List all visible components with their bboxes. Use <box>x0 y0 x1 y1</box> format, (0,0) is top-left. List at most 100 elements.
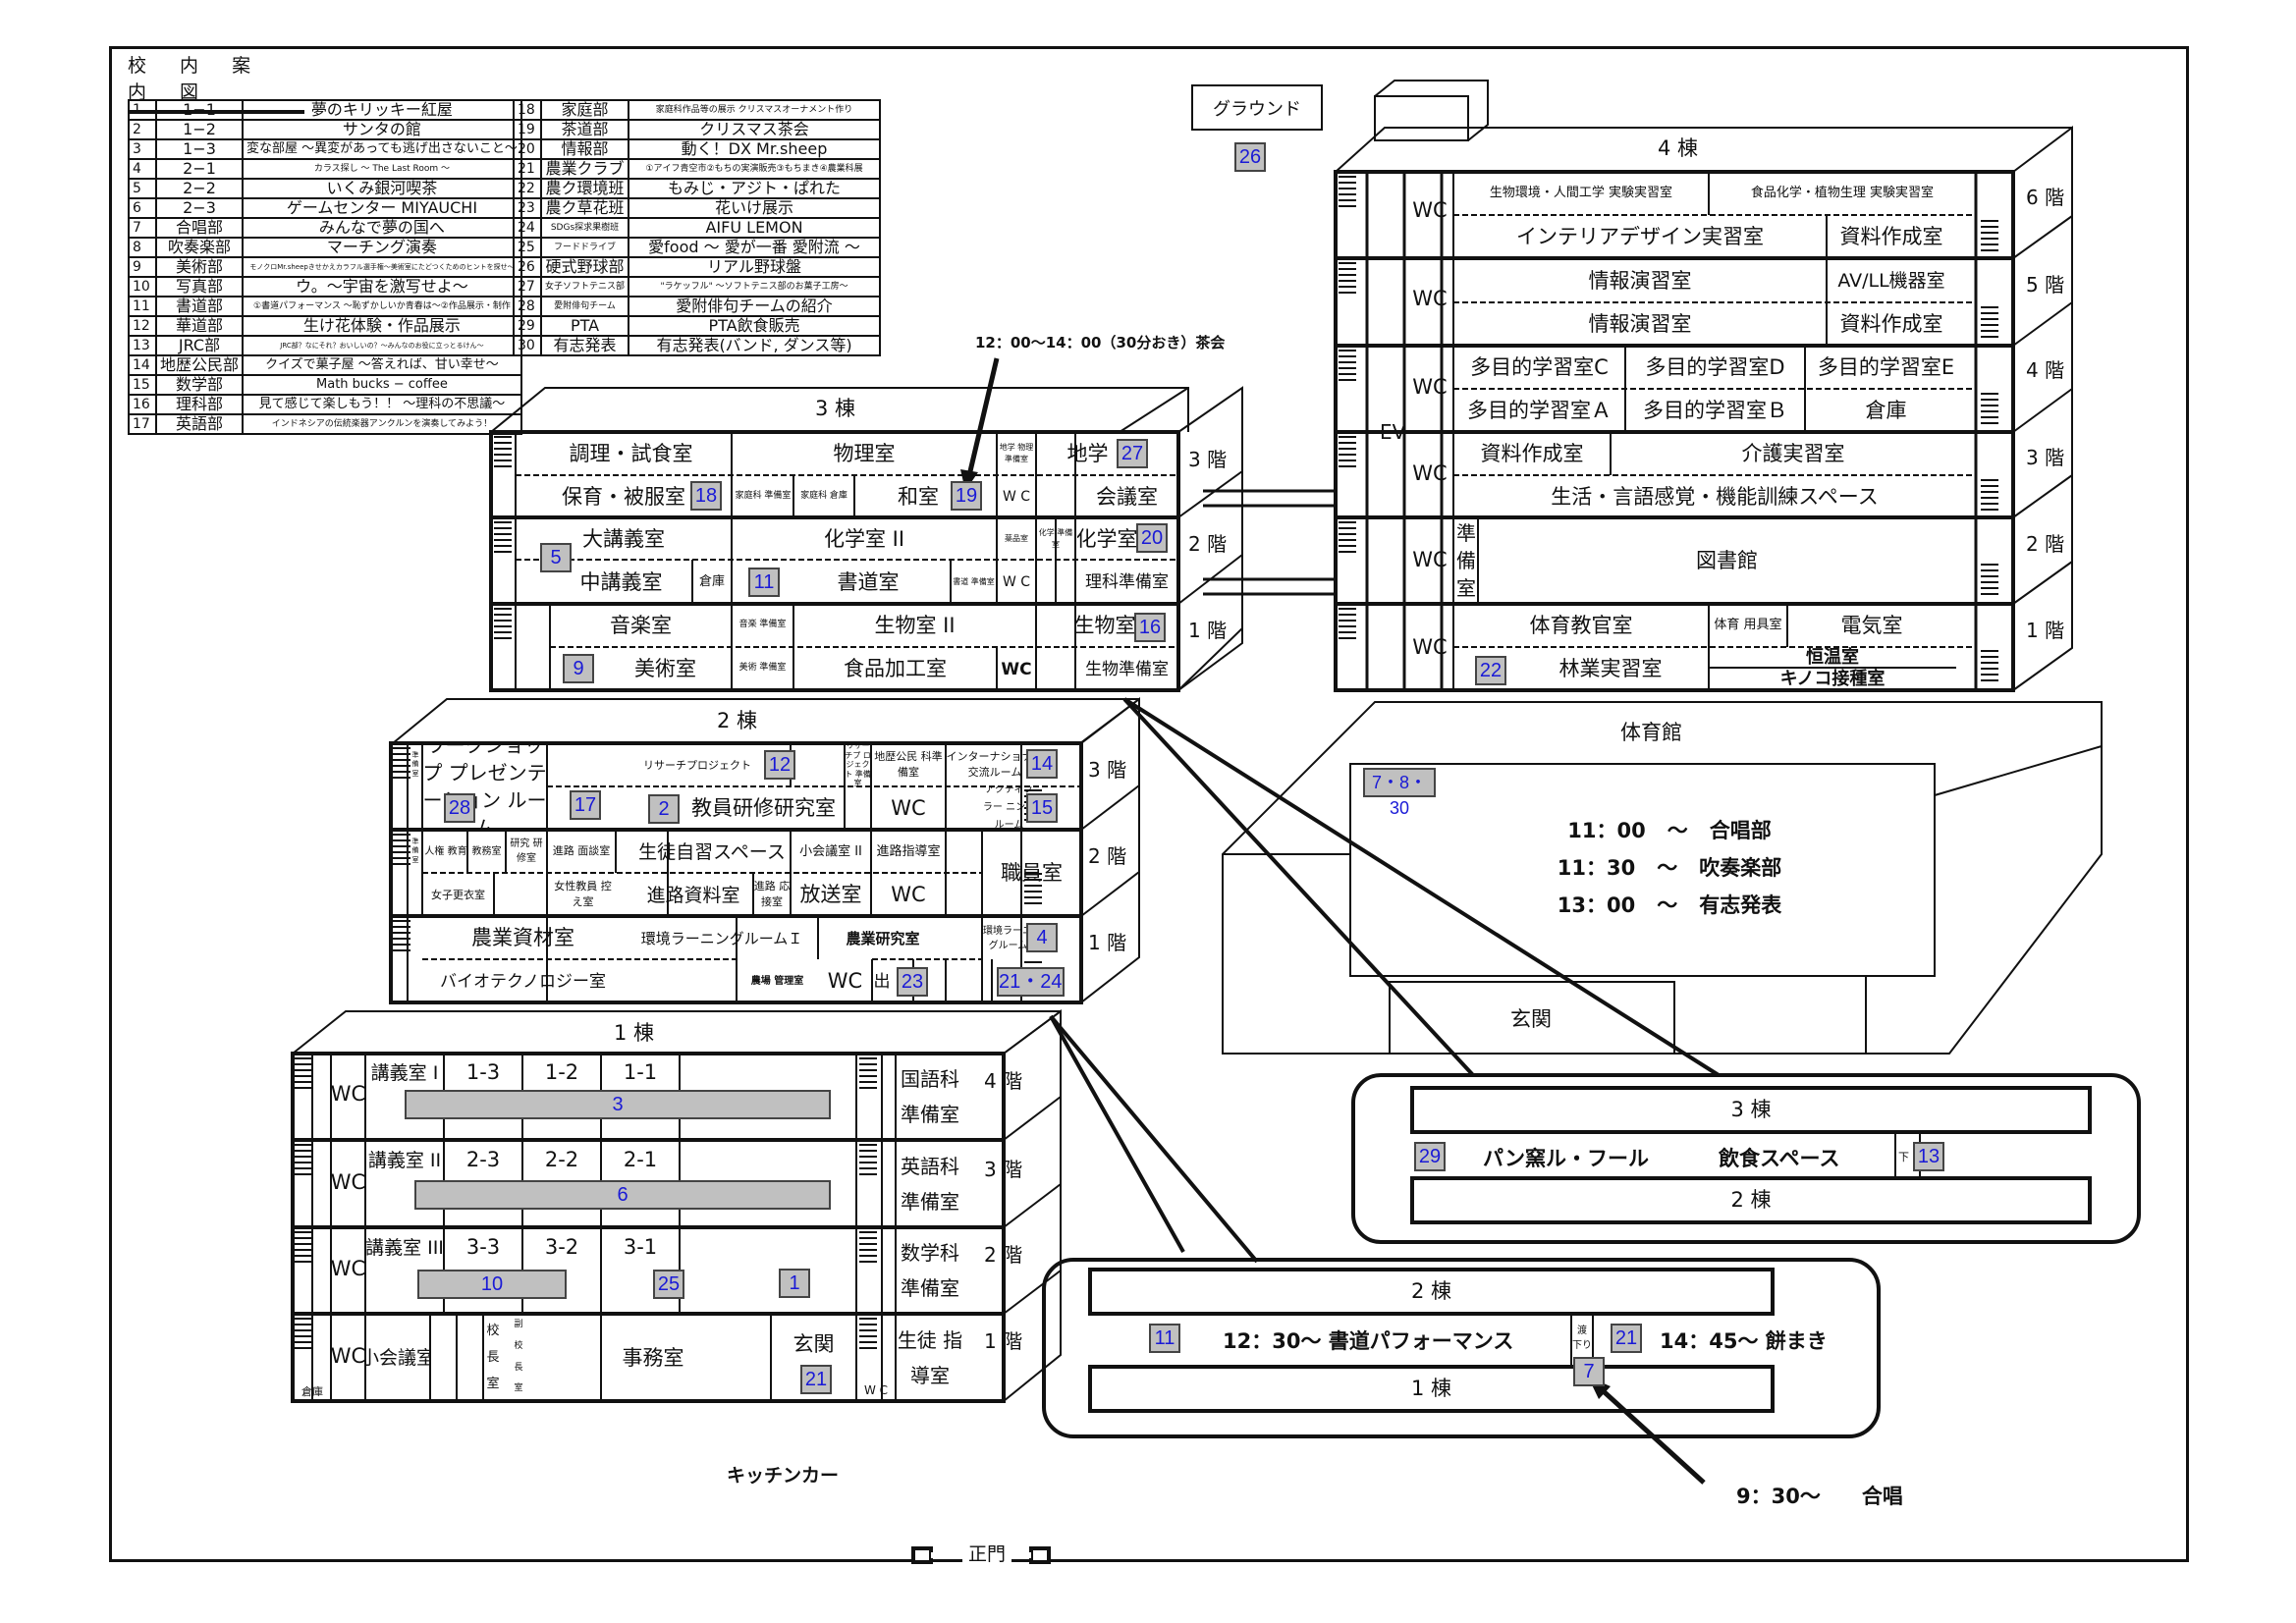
room-care-practice: 介護実習室 <box>1741 442 1845 466</box>
badge-4[interactable]: 4 <box>1026 923 1058 952</box>
badge-18[interactable]: 18 <box>690 481 722 511</box>
room-history-civics-prep: 地歴公民 科準備室 <box>874 749 943 780</box>
room-bio-env-lab: 生物環境・人間工学 実験実習室 <box>1489 185 1673 200</box>
room-math-dept-prep: 数学科 準備室 <box>901 1241 959 1300</box>
bldg1-floor-1: 1 階 <box>984 1329 1023 1353</box>
badge-5[interactable]: 5 <box>540 543 572 572</box>
legend-club: 2−1 <box>154 158 245 180</box>
room-calligraphy: 書道室 <box>837 569 900 594</box>
badge-13[interactable]: 13 <box>1913 1142 1944 1171</box>
legend-number: 11 <box>128 296 157 317</box>
badge-7-8-30[interactable]: 7・8・30 <box>1363 768 1436 818</box>
room-meeting: 会議室 <box>1096 484 1158 509</box>
stairs-icon <box>494 436 512 467</box>
legend-number: 3 <box>128 138 157 160</box>
bldg4-name: 4 棟 <box>1658 136 1699 160</box>
badge-29[interactable]: 29 <box>1414 1142 1446 1171</box>
badge-1[interactable]: 1 <box>779 1269 810 1298</box>
room-lecture-3: 講義室 III <box>365 1236 444 1259</box>
elevator-label: EV <box>1380 420 1406 444</box>
room-home-ec-storage: 家庭科 倉庫 <box>800 490 847 501</box>
legend-description: 生け花体験・作品展示 <box>242 315 522 337</box>
legend-description: クイズで菓子屋 〜答えれば、甘い幸せ〜 <box>242 354 522 376</box>
stairs-icon <box>1981 306 1998 338</box>
badge-21-mochi[interactable]: 21 <box>1611 1324 1642 1353</box>
badge-26[interactable]: 26 <box>1234 142 1266 172</box>
badge-19[interactable]: 19 <box>951 481 982 511</box>
badge-21-entrance[interactable]: 21 <box>800 1365 832 1394</box>
room-mid-lecture: 中講義室 <box>579 569 663 594</box>
badge-16[interactable]: 16 <box>1134 613 1166 642</box>
badge-23[interactable]: 23 <box>897 967 928 997</box>
legend-number: 10 <box>128 276 157 298</box>
legend-number: 6 <box>128 197 157 219</box>
legend-club: 華道部 <box>154 315 245 337</box>
bldg1-floor-2: 2 階 <box>984 1243 1023 1267</box>
badge-2[interactable]: 2 <box>648 794 680 824</box>
badge-9[interactable]: 9 <box>563 654 594 683</box>
bldg1-roof <box>292 1010 1062 1055</box>
badge-22[interactable]: 22 <box>1475 656 1506 685</box>
badge-27[interactable]: 27 <box>1117 439 1148 468</box>
legend-description: モノクロMr.sheepきせかえカラフル選手権〜美術室にたどつくためのヒントを探… <box>242 256 522 278</box>
badge-15[interactable]: 15 <box>1026 793 1058 823</box>
badge-17[interactable]: 17 <box>570 790 601 820</box>
callout-top-bldg3: 3 棟 <box>1730 1097 1772 1121</box>
gym-schedule-item: 13：00〜有志発表 <box>1522 890 1817 927</box>
badge-12[interactable]: 12 <box>764 750 795 780</box>
legend-club: JRC部 <box>154 335 245 356</box>
badge-3[interactable]: 3 <box>405 1090 831 1119</box>
badge-11[interactable]: 11 <box>748 568 780 597</box>
badge-14[interactable]: 14 <box>1026 749 1058 779</box>
legend-description: クリスマス茶会 <box>628 119 882 140</box>
room-farm-management: 農場 管理室 <box>750 975 804 987</box>
legend-club: 茶道部 <box>539 119 630 140</box>
room-teacher-training: 教員研修研究室 <box>691 796 836 821</box>
room-pe-equipment: 体育 用具室 <box>1714 618 1782 633</box>
gym-schedule-time: 11：30 <box>1557 856 1636 880</box>
room-material-prep-5f: 資料作成室 <box>1839 312 1943 337</box>
badge-7-chorus[interactable]: 7 <box>1573 1357 1605 1386</box>
badge-6[interactable]: 6 <box>414 1180 831 1210</box>
legend-description: 動く！DX Mr.sheep <box>628 138 882 160</box>
bldg3-name: 3 棟 <box>815 397 856 420</box>
callout-bottom-bldg2: 2 棟 <box>1410 1278 1452 1303</box>
legend-number: 24 <box>513 217 542 239</box>
badge-28[interactable]: 28 <box>444 793 475 823</box>
legend-description: JRC部？なにそれ？おいしいの？〜みんなのお役に立っとるけん〜 <box>242 335 522 356</box>
badge-21-24[interactable]: 21・24 <box>997 967 1065 997</box>
badge-20[interactable]: 20 <box>1136 523 1168 553</box>
legend-club: 情報部 <box>539 138 630 160</box>
room-library: 図書館 <box>1696 549 1758 573</box>
chorus-note: 9：30〜 合唱 <box>1736 1485 1903 1508</box>
legend-club: 農ク草花班 <box>539 197 630 219</box>
badge-25[interactable]: 25 <box>653 1270 684 1299</box>
wc-4b-5f: WC <box>1412 287 1448 311</box>
room-workshop-presentation: ワークショップ プレゼンテーション ルーム <box>422 743 547 830</box>
legend-club: 家庭部 <box>539 99 630 121</box>
room-career-reception: 進路 応接室 <box>753 879 791 909</box>
room-small-meeting-2: 小会議室 II <box>799 843 862 859</box>
stairs-icon <box>494 521 512 553</box>
badge-10[interactable]: 10 <box>417 1270 567 1299</box>
badge-11-performance[interactable]: 11 <box>1149 1324 1180 1353</box>
legend-number: 29 <box>513 315 542 337</box>
gym-schedule-time: 11：00 <box>1567 819 1646 842</box>
bldg4-floor-2: 2 階 <box>2026 532 2065 556</box>
room-3-2: 3-2 <box>544 1235 579 1260</box>
legend-description: 家庭科作品等の展示 クリスマスオーナメント作り <box>628 99 882 121</box>
room-principal: 校 長 室 <box>486 1323 500 1392</box>
storage-1b-1f: 倉庫 <box>301 1384 323 1398</box>
wc-2b-1f: WC <box>827 969 863 994</box>
room-female-locker: 女子更衣室 <box>431 888 485 901</box>
room-exit-label: 出 <box>873 971 891 992</box>
bldg4-roof <box>1335 127 2073 173</box>
legend-number: 5 <box>128 178 157 199</box>
